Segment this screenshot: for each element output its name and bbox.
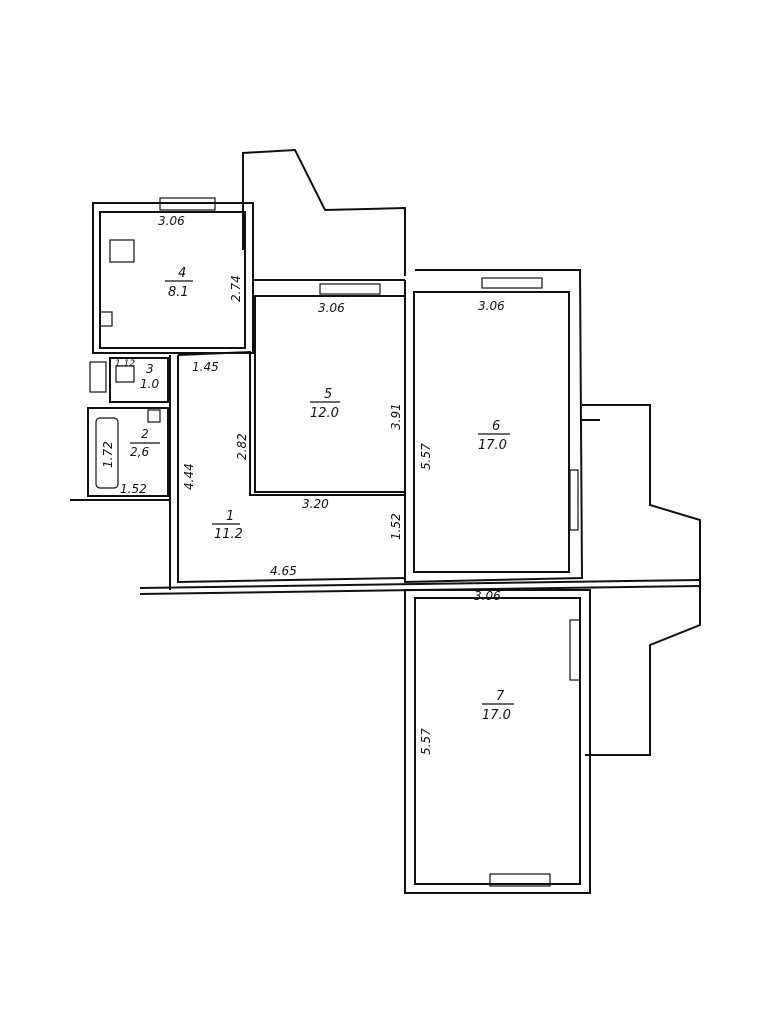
window-icon [489, 873, 551, 887]
radiator-icon [89, 361, 107, 393]
room-5-number: 5 [324, 387, 332, 402]
dim-room6-width: 3.06 [478, 299, 505, 313]
window-icon [159, 197, 216, 211]
room-7-area: 17.0 [482, 708, 511, 723]
toilet-icon [115, 365, 135, 383]
bathroom-walls [70, 357, 170, 501]
dim-room7-width: 3.06 [474, 589, 501, 603]
dim-bath-width: 1.52 [120, 482, 147, 496]
room-4-area: 8.1 [168, 285, 189, 300]
dim-toilet: 1.12 [115, 359, 135, 369]
dim-hall-depth: 4.44 [182, 463, 196, 490]
room-6-number: 6 [492, 419, 500, 434]
window-icon [569, 469, 579, 531]
window-icon [319, 283, 381, 295]
window-icon [481, 277, 543, 289]
room-3-number: 3 [146, 362, 154, 376]
dim-hall-width: 4.65 [270, 564, 297, 578]
bathtub-icon [95, 417, 119, 489]
room-2-area: 2,6 [130, 445, 149, 459]
dim-hall-mid: 3.20 [302, 497, 329, 511]
dim-room5-depth: 3.91 [389, 403, 403, 430]
room-7-number: 7 [496, 689, 505, 704]
dim-kitchen-depth: 2.74 [229, 275, 243, 302]
room-3-area: 1.0 [140, 377, 159, 391]
window-icon [569, 619, 581, 681]
room-2-number: 2 [141, 427, 149, 441]
dim-kitchen-width: 3.06 [158, 214, 185, 228]
room-5-area: 12.0 [310, 406, 339, 421]
dim-hall-right: 1.52 [389, 513, 403, 540]
room-6-area: 17.0 [478, 438, 507, 453]
room-1-area: 11.2 [214, 527, 243, 542]
dim-room6-depth: 5.57 [419, 443, 433, 470]
dim-room7-depth: 5.57 [419, 728, 433, 755]
stove-icon [109, 239, 135, 263]
dim-room5-width: 3.06 [318, 301, 345, 315]
loggia-top [242, 148, 406, 276]
room-1-hall-walls [139, 350, 701, 595]
room-6-walls [404, 269, 584, 584]
sink-icon [147, 409, 161, 423]
dim-hall-inner: 2.82 [235, 433, 249, 460]
dim-bath-tub: 1.72 [101, 441, 115, 468]
room-1-number: 1 [226, 509, 234, 524]
sink-icon [99, 311, 113, 327]
dim-hall-top: 1.45 [192, 360, 219, 374]
room-4-number: 4 [178, 266, 186, 281]
room-7-walls [404, 589, 591, 894]
balcony-right [582, 404, 701, 756]
